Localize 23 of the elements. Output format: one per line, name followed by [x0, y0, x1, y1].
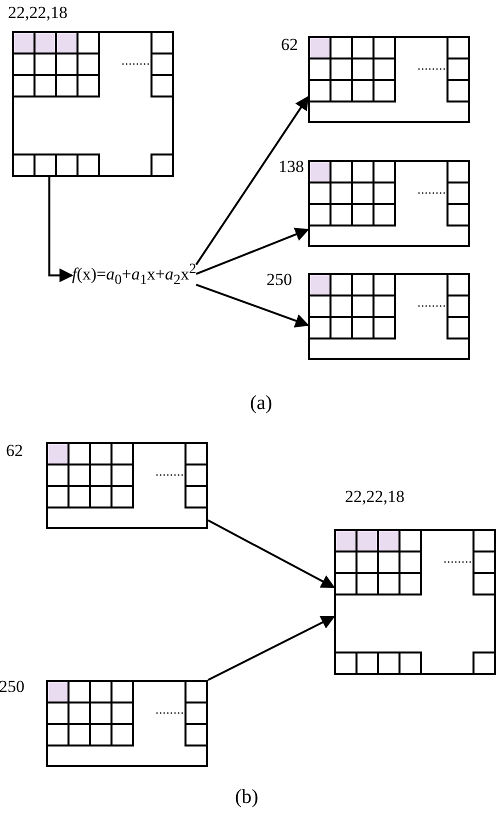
arrow — [196, 284, 310, 328]
pixel-grid-drawing — [334, 529, 496, 675]
value-label: 22,22,18 — [8, 4, 68, 23]
pixel-grid-drawing — [12, 31, 174, 177]
pixel-grid-drawing — [308, 160, 470, 247]
arrow — [196, 228, 310, 275]
value-label: 62 — [280, 36, 298, 55]
value-label: 22,22,18 — [345, 488, 404, 507]
formula-text: f(x)=a$_{0}$+a$_{1}$x+a$_{2}$x$^{2}$ — [72, 262, 196, 289]
panel-label: (a) — [250, 392, 272, 414]
pixel-grid-drawing — [46, 442, 208, 529]
arrow — [195, 96, 309, 266]
value-label: 62 — [6, 442, 23, 461]
value-label: 138 — [278, 158, 304, 177]
panel-label: (b) — [235, 786, 258, 808]
arrow — [208, 519, 336, 588]
arrow — [48, 177, 74, 282]
value-label: 250 — [266, 271, 292, 290]
value-label: 250 — [0, 678, 24, 697]
pixel-grid-drawing — [308, 273, 470, 360]
arrow — [208, 616, 336, 681]
pixel-grid-drawing — [308, 36, 470, 123]
pixel-grid-drawing — [46, 680, 208, 767]
